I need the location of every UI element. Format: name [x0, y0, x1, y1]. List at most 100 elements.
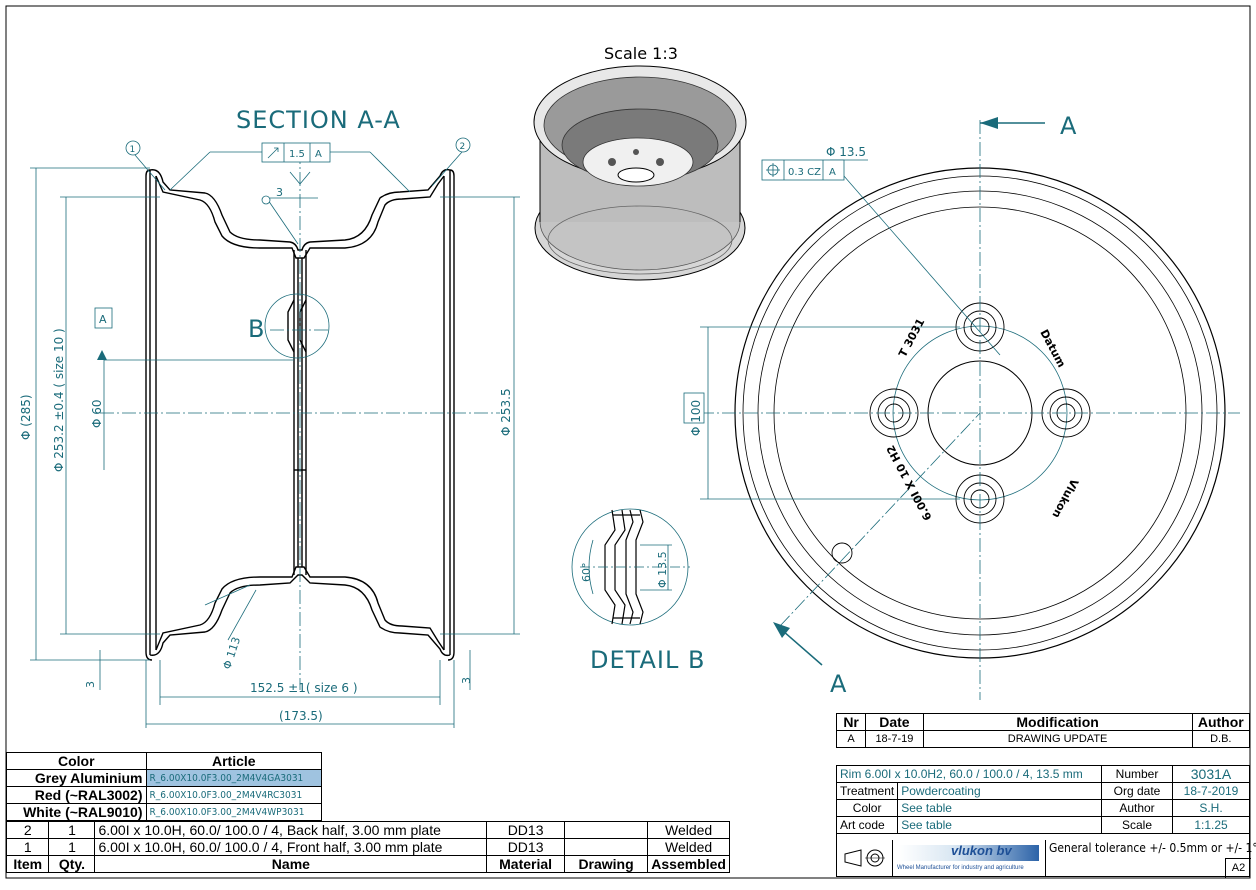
logo-text: vlukon bv: [951, 843, 1012, 858]
part-name-1: 6.00I x 10.0H, 60.0/ 100.0 / 4, Front ha…: [94, 838, 488, 856]
part-name-2: 6.00I x 10.0H, 60.0/ 100.0 / 4, Back hal…: [94, 821, 488, 839]
tb-color-value: See table: [897, 799, 1102, 817]
rim-section-outline: [145, 168, 455, 661]
tb-sheet-size: A2: [1225, 858, 1251, 878]
detail-b-ref: B: [248, 315, 264, 343]
article-row-3[interactable]: R_6.00X10.0F3.00_2M4V4WP3031: [145, 803, 323, 821]
position-tol-frame: 0.3 CZ A: [761, 159, 845, 181]
part-drawing-2: [563, 821, 649, 839]
balloon-2: [455, 137, 471, 153]
dim-dia-60: Φ 60: [90, 399, 104, 428]
parts-header-drawing: Drawing: [563, 855, 649, 873]
tb-org-date-value: 18-7-2019: [1172, 782, 1250, 800]
section-arrow-bottom: A: [830, 670, 847, 698]
rev-author: D.B.: [1191, 730, 1251, 748]
tb-scale-value: 1:1.25: [1172, 816, 1250, 834]
tb-treatment-value: Powdercoating: [897, 782, 1102, 800]
detail-b-marker: [264, 293, 330, 359]
color-row-3: White (~RAL9010): [6, 803, 147, 821]
parts-header-name: Name: [94, 855, 488, 873]
disc-label-datum: Datum: [1037, 327, 1068, 369]
tb-number-value: 3031A: [1172, 765, 1250, 783]
article-header: Article: [145, 752, 323, 770]
dim-dia-100: Φ 100: [689, 400, 703, 436]
datum-box-label: A: [99, 313, 107, 326]
parts-header-assembled: Assembled: [647, 855, 730, 873]
position-tol-value: 0.3 CZ: [788, 167, 821, 178]
rev-header-date: Date: [865, 713, 924, 731]
rev-date: 18-7-19: [865, 730, 924, 748]
dim-dia-2535: Φ 253.5: [499, 388, 513, 436]
revision-table: Nr Date Modification Author A 18-7-19 DR…: [835, 713, 1251, 751]
rev-header-modification: Modification: [922, 713, 1193, 731]
title-block: Rim 6.00I x 10.0H2, 60.0 / 100.0 / 4, 13…: [835, 765, 1256, 878]
tb-author-value: S.H.: [1172, 799, 1250, 817]
position-tol-datum: A: [829, 167, 836, 178]
color-header: Color: [6, 752, 147, 770]
part-assembled-2: Welded: [647, 821, 730, 839]
vlukon-logo: vlukon bv Wheel Manufacturer for industr…: [893, 840, 1046, 877]
sheet-border: [5, 5, 1251, 879]
flatness-frame: 1.5 A: [261, 142, 331, 163]
section-arrow-top: A: [1060, 112, 1077, 140]
article-row-2[interactable]: R_6.00X10.0F3.00_2M4V4RC3031: [145, 786, 323, 804]
part-drawing-1: [563, 838, 649, 856]
datum-a-triangle: [97, 350, 107, 360]
tb-scale-label: Scale: [1101, 816, 1173, 834]
section-view: SECTION A-A: [19, 106, 520, 728]
logo-tagline: Wheel Manufacturer for industry and agri…: [897, 865, 1024, 871]
scale-label: Scale 1:3: [604, 44, 678, 63]
isometric-view: [533, 65, 747, 281]
part-item-1: 1: [5, 838, 50, 856]
tb-author-label: Author: [1101, 799, 1173, 817]
dim-three-left: 3: [84, 681, 97, 688]
tb-treatment-label: Treatment: [835, 782, 899, 800]
tb-org-date-label: Org date: [1101, 782, 1173, 800]
rev-nr: A: [835, 730, 867, 748]
rev-header-author: Author: [1191, 713, 1251, 731]
dim-dia-135-detail: Φ 13.5: [656, 551, 669, 588]
part-material-2: DD13: [486, 821, 565, 839]
part-material-1: DD13: [486, 838, 565, 856]
dim-width-1735: (173.5): [279, 709, 323, 723]
flatness-value: 1.5: [289, 149, 305, 160]
disc-label-vlukon: Vlukon: [1049, 477, 1080, 521]
dim-dia-113: Φ 113: [220, 635, 243, 671]
color-row-2: Red (~RAL3002): [6, 786, 147, 804]
roughness-leader-dot: [261, 195, 271, 205]
rev-modification: DRAWING UPDATE: [922, 730, 1193, 748]
color-row-1: Grey Aluminium: [6, 769, 147, 787]
tb-color-label: Color: [835, 799, 899, 817]
dim-dia-285: Φ (285): [19, 394, 33, 440]
section-title: SECTION A-A: [236, 106, 401, 134]
tb-description: Rim 6.00I x 10.0H2, 60.0 / 100.0 / 4, 13…: [836, 765, 1102, 783]
datum-box: [94, 307, 113, 329]
parts-header-qty: Qty.: [48, 855, 96, 873]
dim-dia-2532: Φ 253.2 ±0.4 ( size 10 ): [52, 328, 66, 472]
front-view: A A Φ 100 Φ 13.5 0.3 CZ A T 3031 Datum: [683, 112, 1240, 700]
section-dimension-lines: [30, 151, 520, 728]
color-table: Color Article Grey Aluminium R_6.00X10.0…: [6, 752, 323, 821]
disc-label-size: 6.00I X 10 H2: [884, 443, 935, 523]
part-qty-2: 1: [48, 821, 96, 839]
balloon-1-label: 1: [130, 145, 136, 155]
part-qty-1: 1: [48, 838, 96, 856]
part-item-2: 2: [5, 821, 50, 839]
dim-width-1525: 152.5 ±1( size 6 ): [250, 681, 358, 695]
tb-artcode-label: Art code: [835, 816, 899, 834]
detail-b-view: 60° Φ 13.5 DETAIL B: [571, 508, 705, 674]
projection-symbol: [837, 840, 893, 877]
dim-angle-60: 60°: [580, 563, 593, 583]
section-centerlines: [100, 150, 500, 690]
parts-table: 2 1 6.00I x 10.0H, 60.0/ 100.0 / 4, Back…: [5, 821, 730, 877]
article-row-1[interactable]: R_6.00X10.0F3.00_2M4V4GA3031: [145, 769, 323, 787]
balloon-2-label: 2: [460, 142, 466, 152]
tb-artcode-value: See table: [897, 816, 1102, 834]
flatness-datum: A: [315, 149, 322, 160]
detail-title: DETAIL B: [590, 646, 705, 674]
parts-header-item: Item: [5, 855, 50, 873]
tb-tolerance: General tolerance +/- 0.5mm or +/- 1°: [1049, 841, 1256, 855]
balloon-1: [125, 140, 141, 156]
